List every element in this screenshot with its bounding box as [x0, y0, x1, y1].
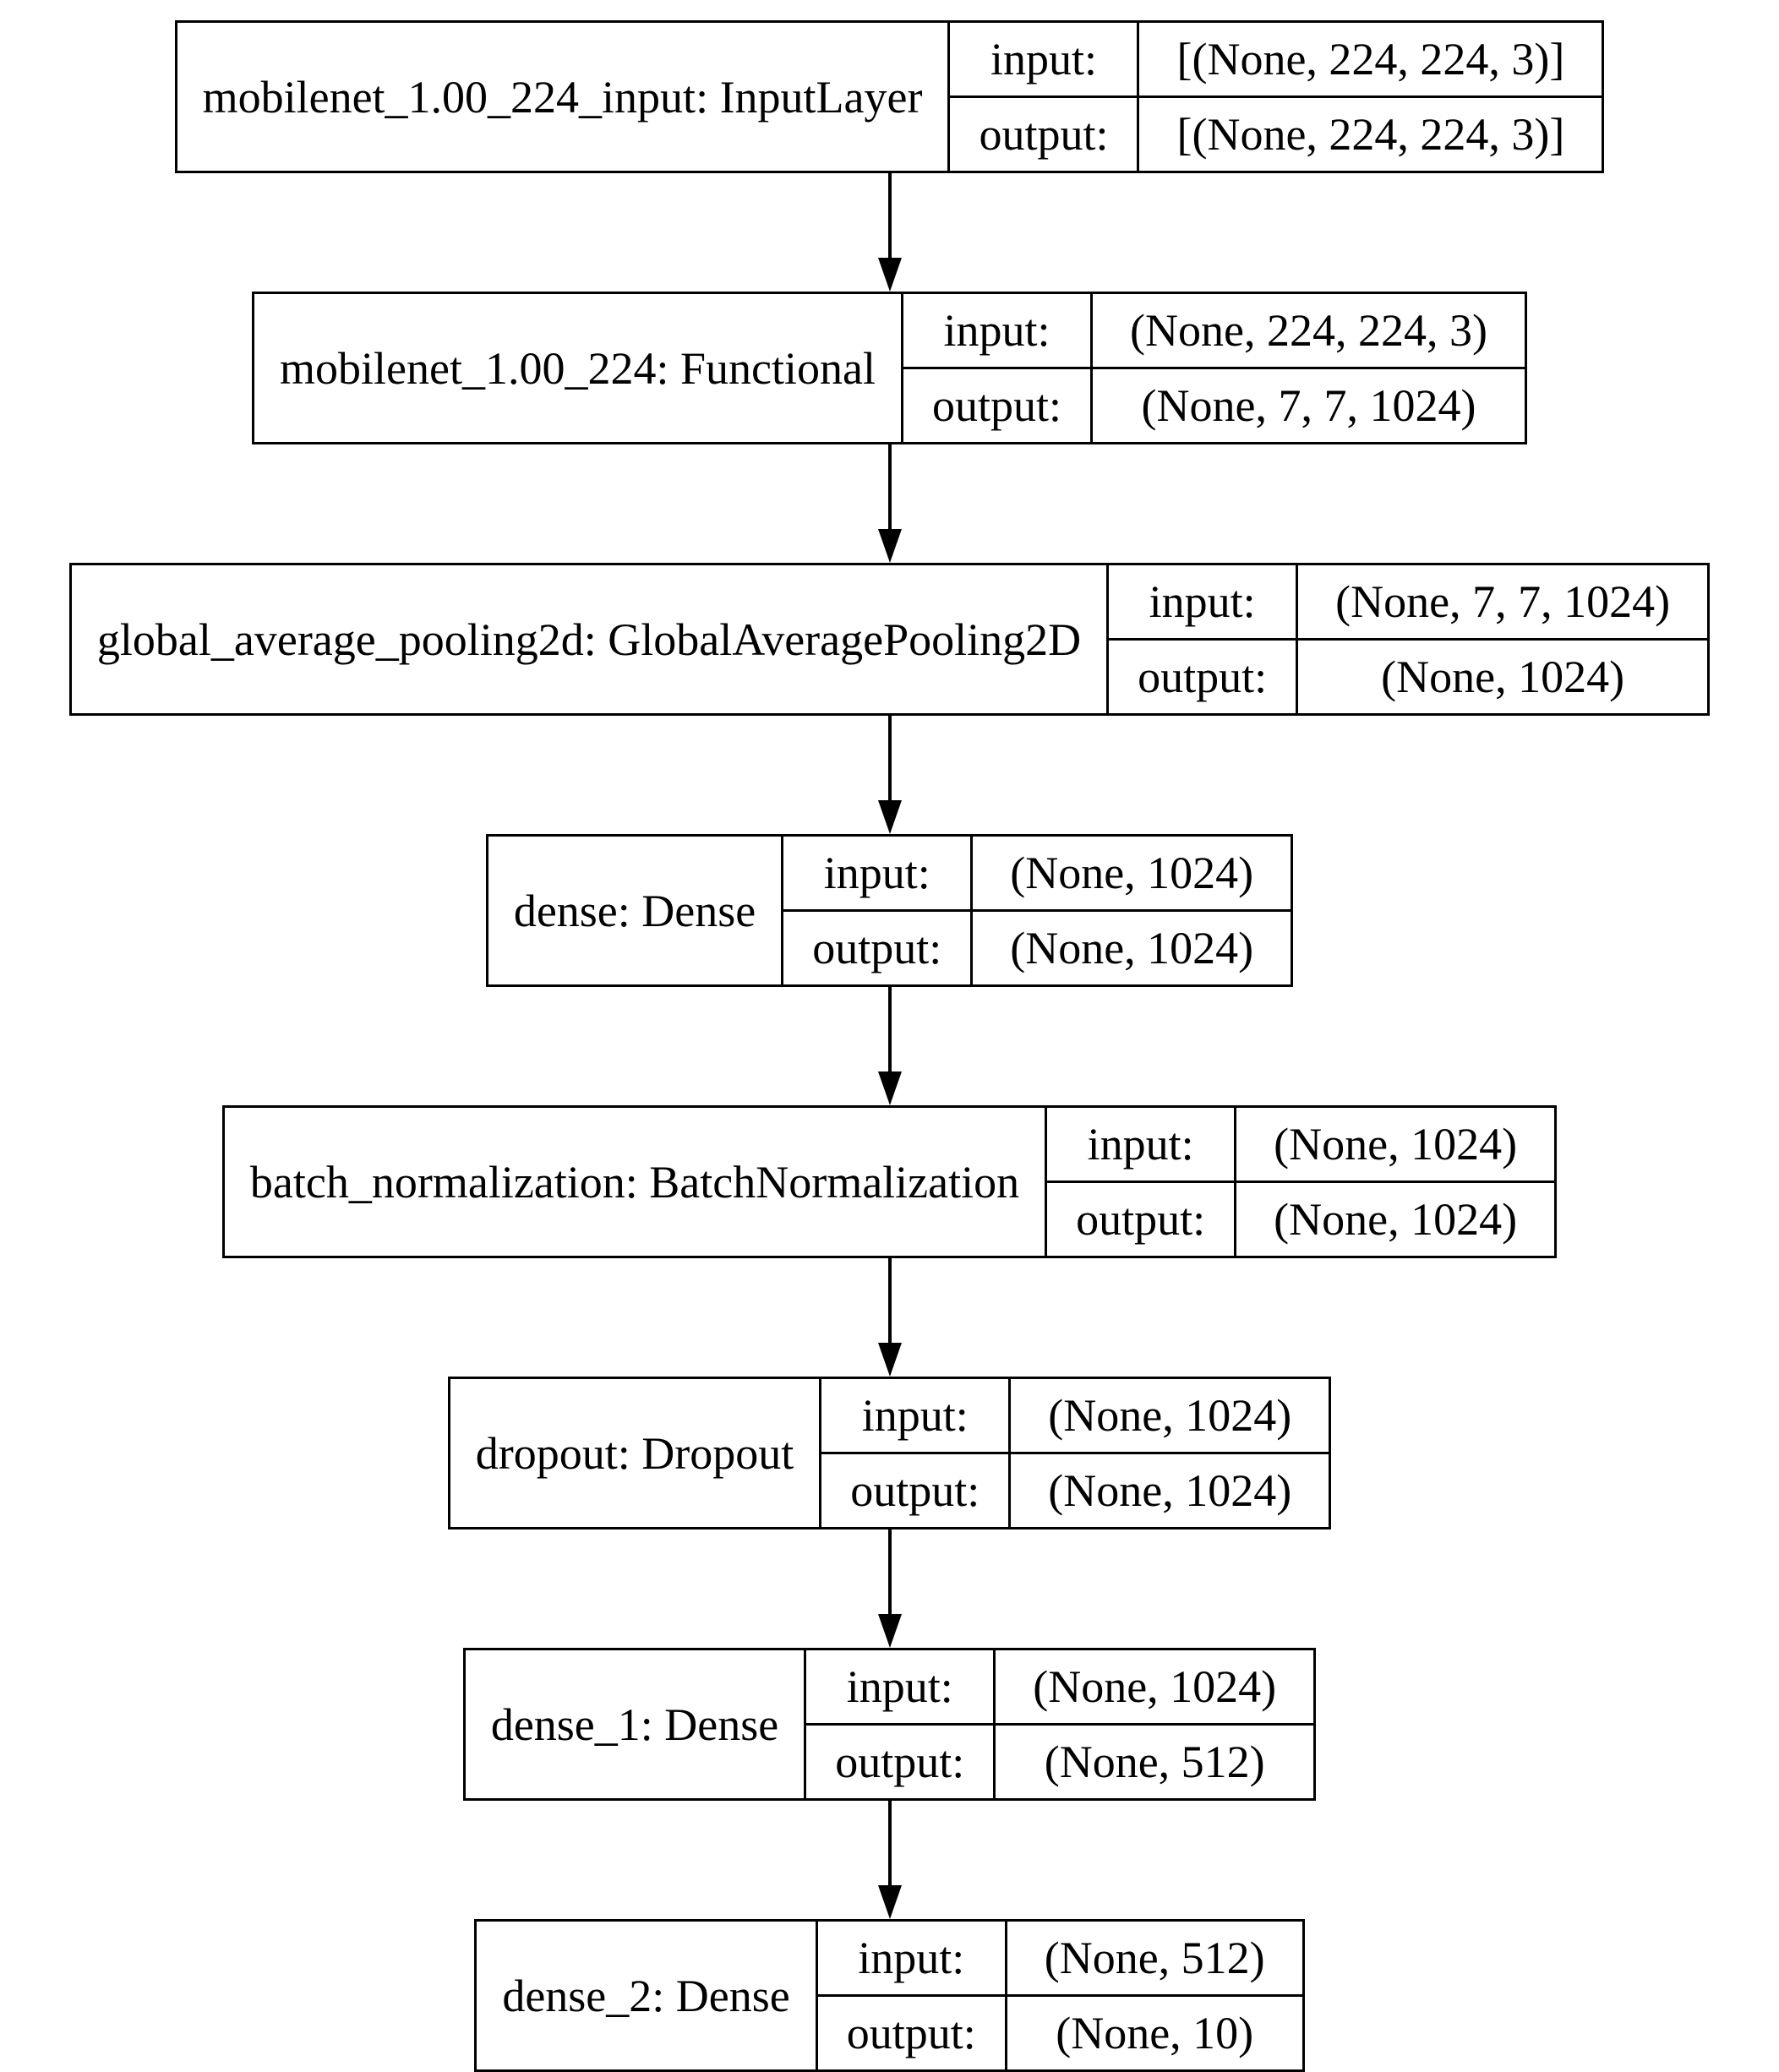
arrow-down-icon — [877, 1529, 902, 1648]
input-shape: (None, 1024) — [970, 834, 1294, 912]
layer-node-dense_2: dense_2: Dense input: (None, 512) output… — [474, 1919, 1305, 2072]
input-shape: [(None, 224, 224, 3)] — [1137, 20, 1605, 98]
input-shape: (None, 512) — [1004, 1919, 1305, 1997]
output-shape: [(None, 224, 224, 3)] — [1137, 95, 1605, 173]
output-shape: (None, 7, 7, 1024) — [1090, 367, 1527, 444]
input-label: input: — [900, 292, 1094, 369]
layer-node-global_average_pooling2d: global_average_pooling2d: GlobalAverageP… — [68, 563, 1711, 716]
arrow-down-icon — [877, 173, 902, 292]
output-label: output: — [804, 1723, 996, 1801]
input-shape: (None, 224, 224, 3) — [1090, 292, 1527, 369]
arrow-down-icon — [877, 1258, 902, 1377]
arrow-down-icon — [877, 444, 902, 563]
layer-node-dense: dense: Dense input: (None, 1024) output:… — [485, 834, 1294, 987]
input-label: input: — [804, 1648, 996, 1726]
layer-name: dense: Dense — [485, 834, 784, 987]
layer-node-batch_normalization: batch_normalization: BatchNormalization … — [221, 1105, 1558, 1258]
output-shape: (None, 512) — [993, 1723, 1317, 1801]
layer-node-mobilenet_1.00_224: mobilenet_1.00_224: Functional input: (N… — [252, 292, 1527, 444]
input-label: input: — [1106, 563, 1299, 641]
arrow-down-icon — [877, 1801, 902, 1919]
arrow-down-icon — [877, 987, 902, 1105]
output-label: output: — [815, 1994, 1007, 2072]
output-label: output: — [781, 909, 974, 987]
input-shape: (None, 1024) — [1234, 1105, 1558, 1183]
output-shape: (None, 1024) — [1234, 1180, 1558, 1258]
input-shape: (None, 7, 7, 1024) — [1296, 563, 1711, 641]
layer-name: dropout: Dropout — [447, 1377, 822, 1529]
input-label: input: — [819, 1377, 1012, 1454]
input-label: input: — [947, 20, 1140, 98]
output-shape: (None, 1024) — [970, 909, 1294, 987]
output-label: output: — [819, 1452, 1012, 1529]
output-shape: (None, 1024) — [1008, 1452, 1332, 1529]
input-shape: (None, 1024) — [1008, 1377, 1332, 1454]
layer-name: dense_2: Dense — [474, 1919, 818, 2072]
layer-node-mobilenet_1.00_224_input: mobilenet_1.00_224_input: InputLayer inp… — [174, 20, 1605, 173]
output-shape: (None, 1024) — [1296, 638, 1711, 716]
input-label: input: — [815, 1919, 1007, 1997]
layer-name: mobilenet_1.00_224_input: InputLayer — [174, 20, 951, 173]
layer-name: batch_normalization: BatchNormalization — [221, 1105, 1048, 1258]
output-shape: (None, 10) — [1004, 1994, 1305, 2072]
output-label: output: — [947, 95, 1140, 173]
output-label: output: — [1106, 638, 1299, 716]
layer-name: mobilenet_1.00_224: Functional — [252, 292, 903, 444]
input-shape: (None, 1024) — [993, 1648, 1317, 1726]
arrow-down-icon — [877, 716, 902, 834]
layer-name: global_average_pooling2d: GlobalAverageP… — [68, 563, 1110, 716]
layer-node-dense_1: dense_1: Dense input: (None, 1024) outpu… — [462, 1648, 1317, 1801]
layer-node-dropout: dropout: Dropout input: (None, 1024) out… — [447, 1377, 1332, 1529]
input-label: input: — [781, 834, 974, 912]
input-label: input: — [1045, 1105, 1237, 1183]
output-label: output: — [1045, 1180, 1237, 1258]
output-label: output: — [900, 367, 1094, 444]
layer-name: dense_1: Dense — [462, 1648, 807, 1801]
